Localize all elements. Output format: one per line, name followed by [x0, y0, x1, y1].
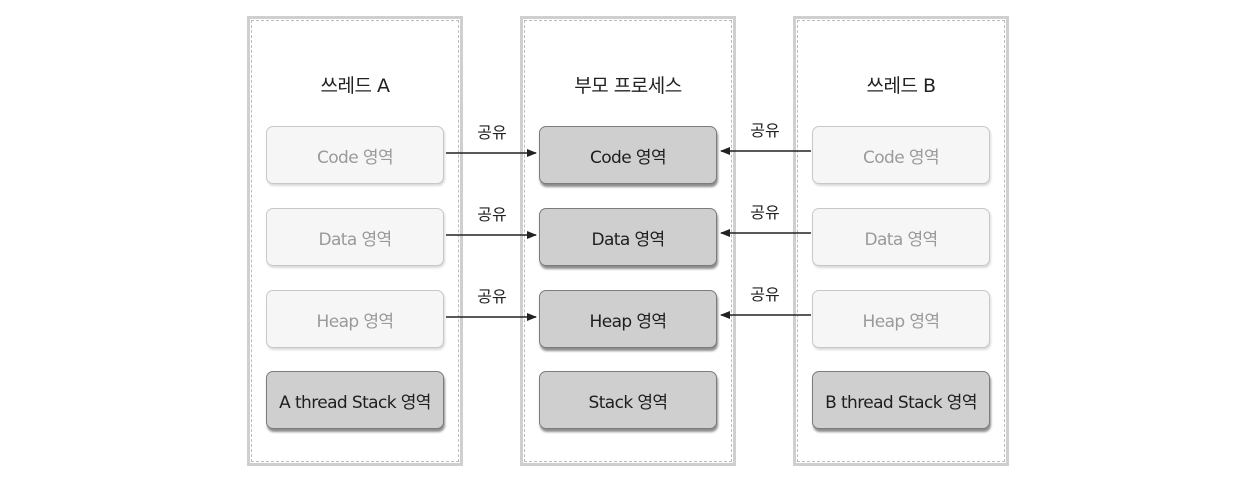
thread-a-code-region: Code 영역 — [266, 126, 444, 184]
share-label-a-heap: 공유 — [477, 287, 507, 306]
parent-code-region: Code 영역 — [539, 126, 717, 184]
parent-heap-region: Heap 영역 — [539, 290, 717, 348]
thread-b-panel: 쓰레드 B Code 영역 Data 영역 Heap 영역 B thread S… — [793, 16, 1009, 466]
thread-b-title: 쓰레드 B — [866, 75, 936, 97]
share-label-a-data: 공유 — [477, 205, 507, 224]
share-label-b-heap: 공유 — [750, 285, 780, 304]
thread-b-data-region: Data 영역 — [812, 208, 990, 266]
thread-a-title: 쓰레드 A — [320, 75, 390, 97]
parent-process-panel: 부모 프로세스 Code 영역 Data 영역 Heap 영역 Stack 영역 — [520, 16, 736, 466]
parent-process-title: 부모 프로세스 — [574, 75, 682, 97]
thread-a-heap-region: Heap 영역 — [266, 290, 444, 348]
thread-a-panel: 쓰레드 A Code 영역 Data 영역 Heap 영역 A thread S… — [247, 16, 463, 466]
thread-b-heap-region: Heap 영역 — [812, 290, 990, 348]
thread-b-stack-region: B thread Stack 영역 — [812, 371, 990, 429]
share-label-b-data: 공유 — [750, 203, 780, 222]
parent-data-region: Data 영역 — [539, 208, 717, 266]
thread-b-code-region: Code 영역 — [812, 126, 990, 184]
thread-a-data-region: Data 영역 — [266, 208, 444, 266]
thread-a-stack-region: A thread Stack 영역 — [266, 371, 444, 429]
share-label-a-code: 공유 — [477, 123, 507, 142]
share-label-b-code: 공유 — [750, 121, 780, 140]
parent-stack-region: Stack 영역 — [539, 371, 717, 429]
